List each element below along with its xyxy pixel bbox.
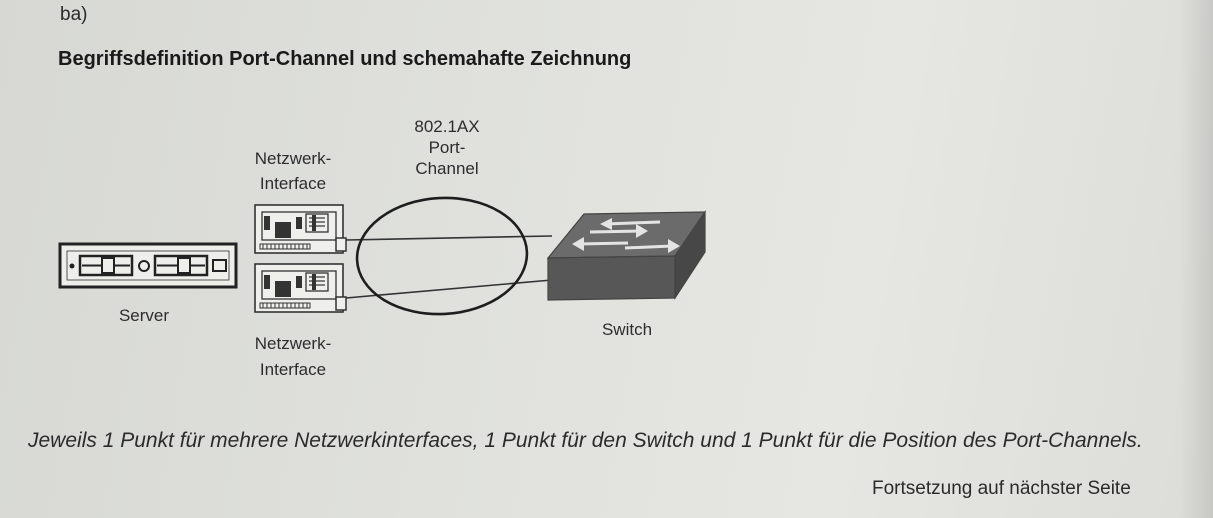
link-top [345,235,553,241]
nic-bottom-label-line1: Netzwerk- [255,334,332,353]
switch-icon [546,210,707,301]
port-channel-label-line1: 802.1AX [414,117,479,136]
nic-bottom-label-line2: Interface [260,360,326,379]
page-edge-shadow [1179,0,1213,518]
port-channel-label-line2: Port- [429,138,466,157]
network-interface-card-top [254,204,347,254]
server-label: Server [119,306,169,325]
server-icon [58,242,238,289]
nic-top-label-line2: Interface [260,174,326,193]
network-interface-card-bottom [254,263,347,313]
nic-top-label-line1: Netzwerk- [255,149,332,168]
link-bottom [345,279,553,299]
port-channel-ellipse [355,196,529,316]
continuation-note: Fortsetzung auf nächster Seite [872,478,1131,499]
grading-description: Jeweils 1 Punkt für mehrere Netzwerkinte… [28,429,1143,452]
section-title: Begriffsdefinition Port-Channel und sche… [58,48,632,70]
section-label: ba) [60,4,88,25]
port-channel-label-line3: Channel [415,159,478,178]
switch-label: Switch [602,320,652,339]
